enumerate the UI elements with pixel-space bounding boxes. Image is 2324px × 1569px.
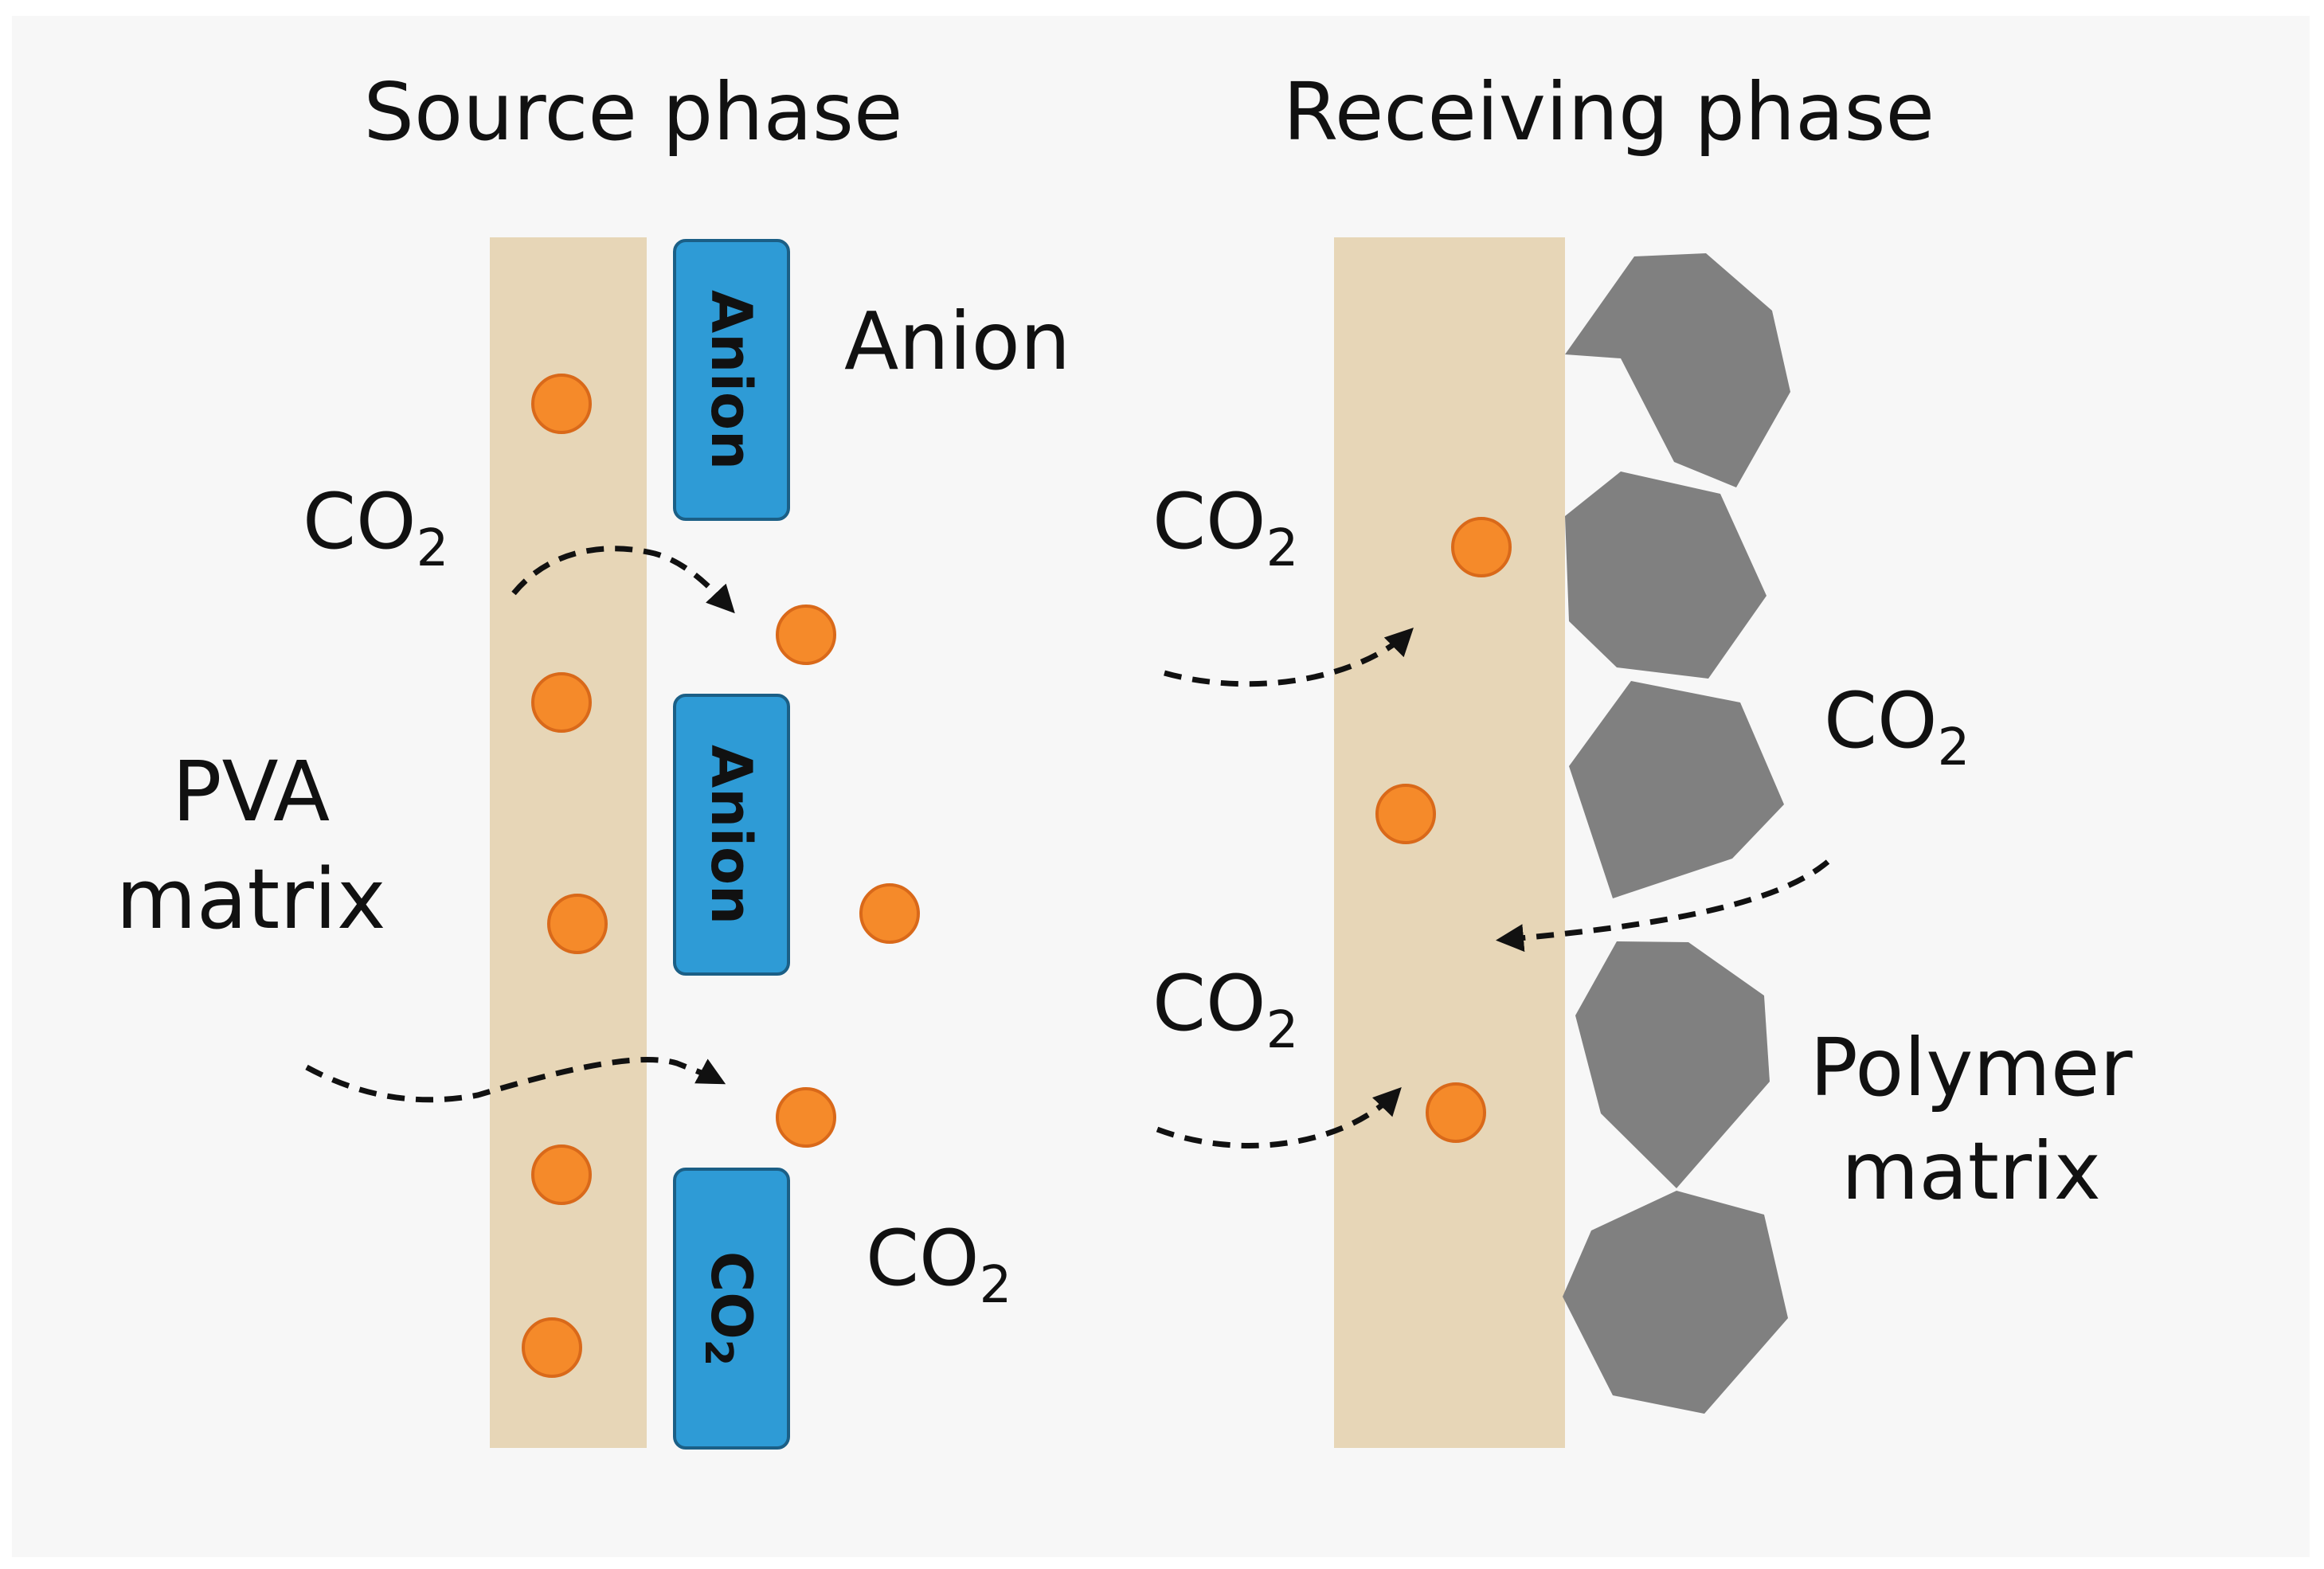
co2-label-source-right: CO2 <box>866 1214 1011 1315</box>
co2-label-text: CO <box>1152 477 1266 566</box>
co2-molecule <box>531 374 592 434</box>
co2-molecule <box>1375 784 1436 844</box>
carrier-label: CO <box>698 1251 764 1340</box>
polymer-particle <box>1575 941 1770 1188</box>
co2-label-subscript: 2 <box>1266 519 1299 578</box>
source-phase-heading: Source phase <box>363 65 902 158</box>
dashed-arrow <box>1496 859 1830 953</box>
co2-molecules <box>522 374 1512 1378</box>
co2-molecule <box>522 1317 582 1378</box>
co2-molecule <box>776 1087 836 1148</box>
polymer-label-line2: matrix <box>1841 1125 2101 1218</box>
co2-molecule <box>859 883 920 944</box>
carrier-label-subscript: 2 <box>696 1340 741 1366</box>
pva-label-line2: matrix <box>115 851 385 948</box>
co2-label-source-left: CO2 <box>303 477 448 578</box>
carrier-label: Anion <box>698 290 764 470</box>
co2-molecule <box>531 1144 592 1205</box>
co2-label-subscript: 2 <box>417 519 449 578</box>
pva-membrane <box>490 237 647 1448</box>
co2-label-text: CO <box>303 477 417 566</box>
co2-label-text: CO <box>1152 959 1266 1048</box>
carrier-label: Anion <box>698 745 764 925</box>
co2-label-subscript: 2 <box>980 1256 1012 1315</box>
co2-label-receiving-top: CO2 <box>1152 477 1298 578</box>
dashed-arrow <box>305 1057 726 1103</box>
polymer-particle <box>1563 1191 1788 1414</box>
svg-text:CO2: CO2 <box>696 1251 764 1366</box>
co2-label-text: CO <box>866 1214 980 1303</box>
anion-label: Anion <box>844 295 1070 388</box>
co2-label-receiving-bottom: CO2 <box>1152 959 1298 1060</box>
carrier-anion-top: Anion <box>673 239 790 521</box>
pva-label-line1: PVA <box>172 743 330 840</box>
co2-molecule <box>1451 517 1512 577</box>
background <box>12 16 2310 1557</box>
co2-label-subscript: 2 <box>1266 1001 1299 1060</box>
co2-molecule <box>776 605 836 665</box>
co2-molecule <box>531 672 592 733</box>
co2-label-subscript: 2 <box>1938 718 1970 777</box>
carrier-co2-bottom: CO2 <box>673 1168 790 1450</box>
polymer-label-line1: Polymer <box>1810 1021 2134 1114</box>
carrier-anion-middle: Anion <box>673 694 790 976</box>
receiving-phase-heading: Receiving phase <box>1283 65 1935 158</box>
dashed-arrow <box>511 546 735 614</box>
co2-molecule <box>547 894 608 954</box>
polymer-particle <box>1565 253 1790 487</box>
dashed-arrow <box>1156 1086 1402 1148</box>
co2-label-text: CO <box>1824 676 1938 765</box>
co2-label-receiving-mid: CO2 <box>1824 676 1970 777</box>
polymer-particle <box>1569 681 1784 898</box>
co2-molecule <box>1426 1082 1486 1143</box>
receiving-membrane <box>1334 237 1565 1448</box>
polymer-particle <box>1565 471 1766 679</box>
dashed-arrow <box>1164 628 1414 687</box>
